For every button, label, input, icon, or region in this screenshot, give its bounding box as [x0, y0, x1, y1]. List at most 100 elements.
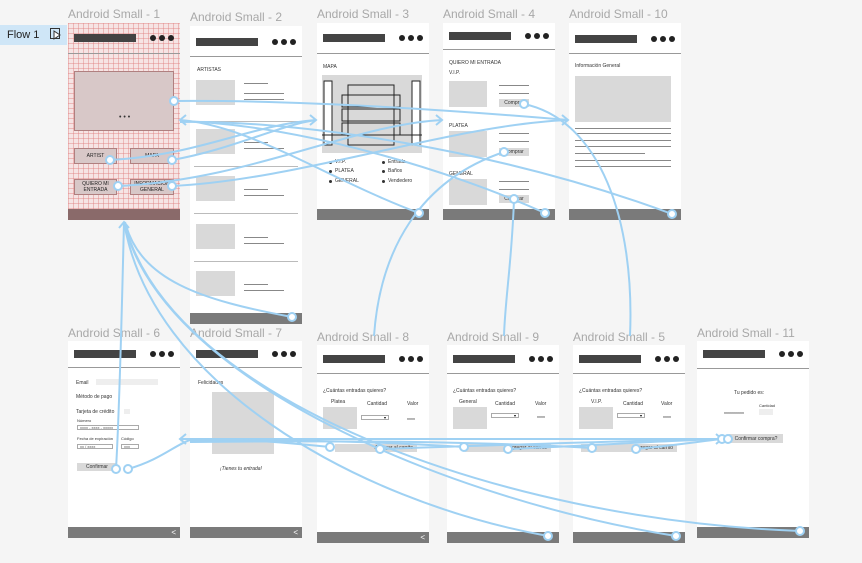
artist-image[interactable] [196, 129, 235, 154]
wire-handle[interactable] [499, 147, 509, 157]
header-bar [323, 355, 385, 363]
text-line [244, 189, 268, 190]
congrats-heading: Felicidades [198, 380, 224, 386]
text-line [499, 85, 529, 86]
legend-vendor: Vendedero [388, 178, 413, 184]
artist-image[interactable] [196, 176, 235, 201]
wire-handle[interactable] [375, 444, 385, 454]
wire-handle[interactable] [167, 155, 177, 165]
text-line [244, 237, 268, 238]
wire-handle[interactable] [543, 531, 553, 541]
wire-handle[interactable] [667, 209, 677, 219]
expiry-field[interactable]: xx / xxxx [77, 444, 113, 449]
card-number-field[interactable]: xxxx - xxxx - xxxxx [77, 425, 139, 430]
wire-handle[interactable] [540, 208, 550, 218]
wire-handle[interactable] [503, 444, 513, 454]
divider [697, 368, 809, 369]
email-field[interactable] [96, 379, 158, 385]
ticket-type-label: General [459, 399, 477, 405]
code-field[interactable]: xxx [121, 444, 139, 449]
back-icon[interactable]: < [420, 533, 425, 542]
header-bar [575, 35, 637, 43]
confirm-payment-button[interactable]: Confirmar [77, 463, 117, 471]
legend-bullet [329, 180, 332, 183]
frame-android-small-7: Felicidades ¡Tienes tu entrada! < [190, 341, 302, 538]
wire-handle[interactable] [111, 464, 121, 474]
back-icon[interactable]: < [171, 528, 176, 537]
text-line [499, 93, 529, 94]
value-label: Valor [661, 401, 673, 407]
menu-dots-icon[interactable] [651, 36, 675, 42]
wire-handle[interactable] [723, 434, 733, 444]
frame-android-small-6: Email Método de pago Tarjeta de crédito … [68, 341, 180, 538]
wire-handle[interactable] [113, 181, 123, 191]
menu-dots-icon[interactable] [655, 356, 679, 362]
menu-dots-icon[interactable] [525, 33, 549, 39]
quantity-dropdown[interactable]: ▾ [361, 415, 389, 420]
divider [194, 166, 298, 167]
wire-handle[interactable] [105, 155, 115, 165]
confirm-purchase-button[interactable]: Confirmar compra? [729, 434, 783, 443]
menu-dots-icon[interactable] [150, 35, 174, 41]
wire-handle[interactable] [459, 442, 469, 452]
wire-handle[interactable] [414, 208, 424, 218]
wire-handle[interactable] [325, 442, 335, 452]
header-bar [579, 355, 641, 363]
general-image [449, 179, 487, 205]
artist-image[interactable] [196, 271, 235, 296]
menu-dots-icon[interactable] [150, 351, 174, 357]
ticket-heading: QUIERO MI ENTRADA [449, 60, 501, 66]
artist-image[interactable] [196, 224, 235, 249]
menu-dots-icon[interactable] [399, 35, 423, 41]
frame-android-small-1: • • • ARTIST MAPA QUIERO MI ENTRADA INFO… [68, 23, 180, 220]
divider [447, 373, 559, 374]
divider [443, 49, 555, 50]
wire-handle[interactable] [587, 443, 597, 453]
menu-dots-icon[interactable] [399, 356, 423, 362]
wire-handle[interactable] [795, 526, 805, 536]
menu-dots-icon[interactable] [779, 351, 803, 357]
wire-handle[interactable] [509, 194, 519, 204]
ticket-type-label: V.I.P. [591, 399, 603, 405]
arrow-head-f2 [309, 114, 318, 126]
play-icon[interactable] [50, 28, 63, 41]
menu-dots-icon[interactable] [272, 39, 296, 45]
arrow-head-f1 [178, 114, 187, 126]
quantity-dropdown[interactable]: ▾ [617, 413, 645, 418]
flow-badge[interactable]: Flow 1 [0, 25, 67, 45]
back-icon[interactable]: < [293, 528, 298, 537]
expiry-label: Fecha de expiración [77, 436, 114, 441]
divider [190, 56, 302, 57]
footer-bar [68, 209, 180, 220]
ticket-type-image [579, 407, 613, 429]
card-checkbox[interactable] [124, 409, 130, 414]
wire-handle[interactable] [671, 531, 681, 541]
ticket-type-label: Platea [331, 399, 346, 405]
artist-image[interactable] [196, 80, 235, 105]
vip-image [449, 81, 487, 107]
divider [317, 373, 429, 374]
legend-general: GENERAL [335, 178, 359, 184]
wire-handle[interactable] [631, 444, 641, 454]
legend-entrance: Entrada [388, 159, 406, 165]
ticket-button[interactable]: QUIERO MI ENTRADA [74, 179, 117, 195]
header-bar [453, 355, 515, 363]
code-label: Código [121, 436, 134, 441]
wire-handle[interactable] [169, 96, 179, 106]
wire-handle[interactable] [287, 312, 297, 322]
footer-bar: < [68, 527, 180, 538]
quantity-dropdown[interactable]: ▾ [491, 413, 519, 418]
price-value: xxxx [407, 416, 415, 421]
wire-handle[interactable] [167, 181, 177, 191]
menu-dots-icon[interactable] [272, 351, 296, 357]
venue-map[interactable] [322, 75, 422, 153]
frame-android-small-4: QUIERO MI ENTRADA V.I.P. Comprar PLATEA … [443, 23, 555, 220]
text-line [575, 153, 645, 154]
platea-label: PLATEA [449, 123, 468, 129]
divider [68, 367, 180, 368]
menu-dots-icon[interactable] [529, 356, 553, 362]
wire-handle[interactable] [519, 99, 529, 109]
arrow-head-f6 [178, 433, 187, 445]
text-line [575, 160, 671, 161]
wire-handle[interactable] [123, 464, 133, 474]
